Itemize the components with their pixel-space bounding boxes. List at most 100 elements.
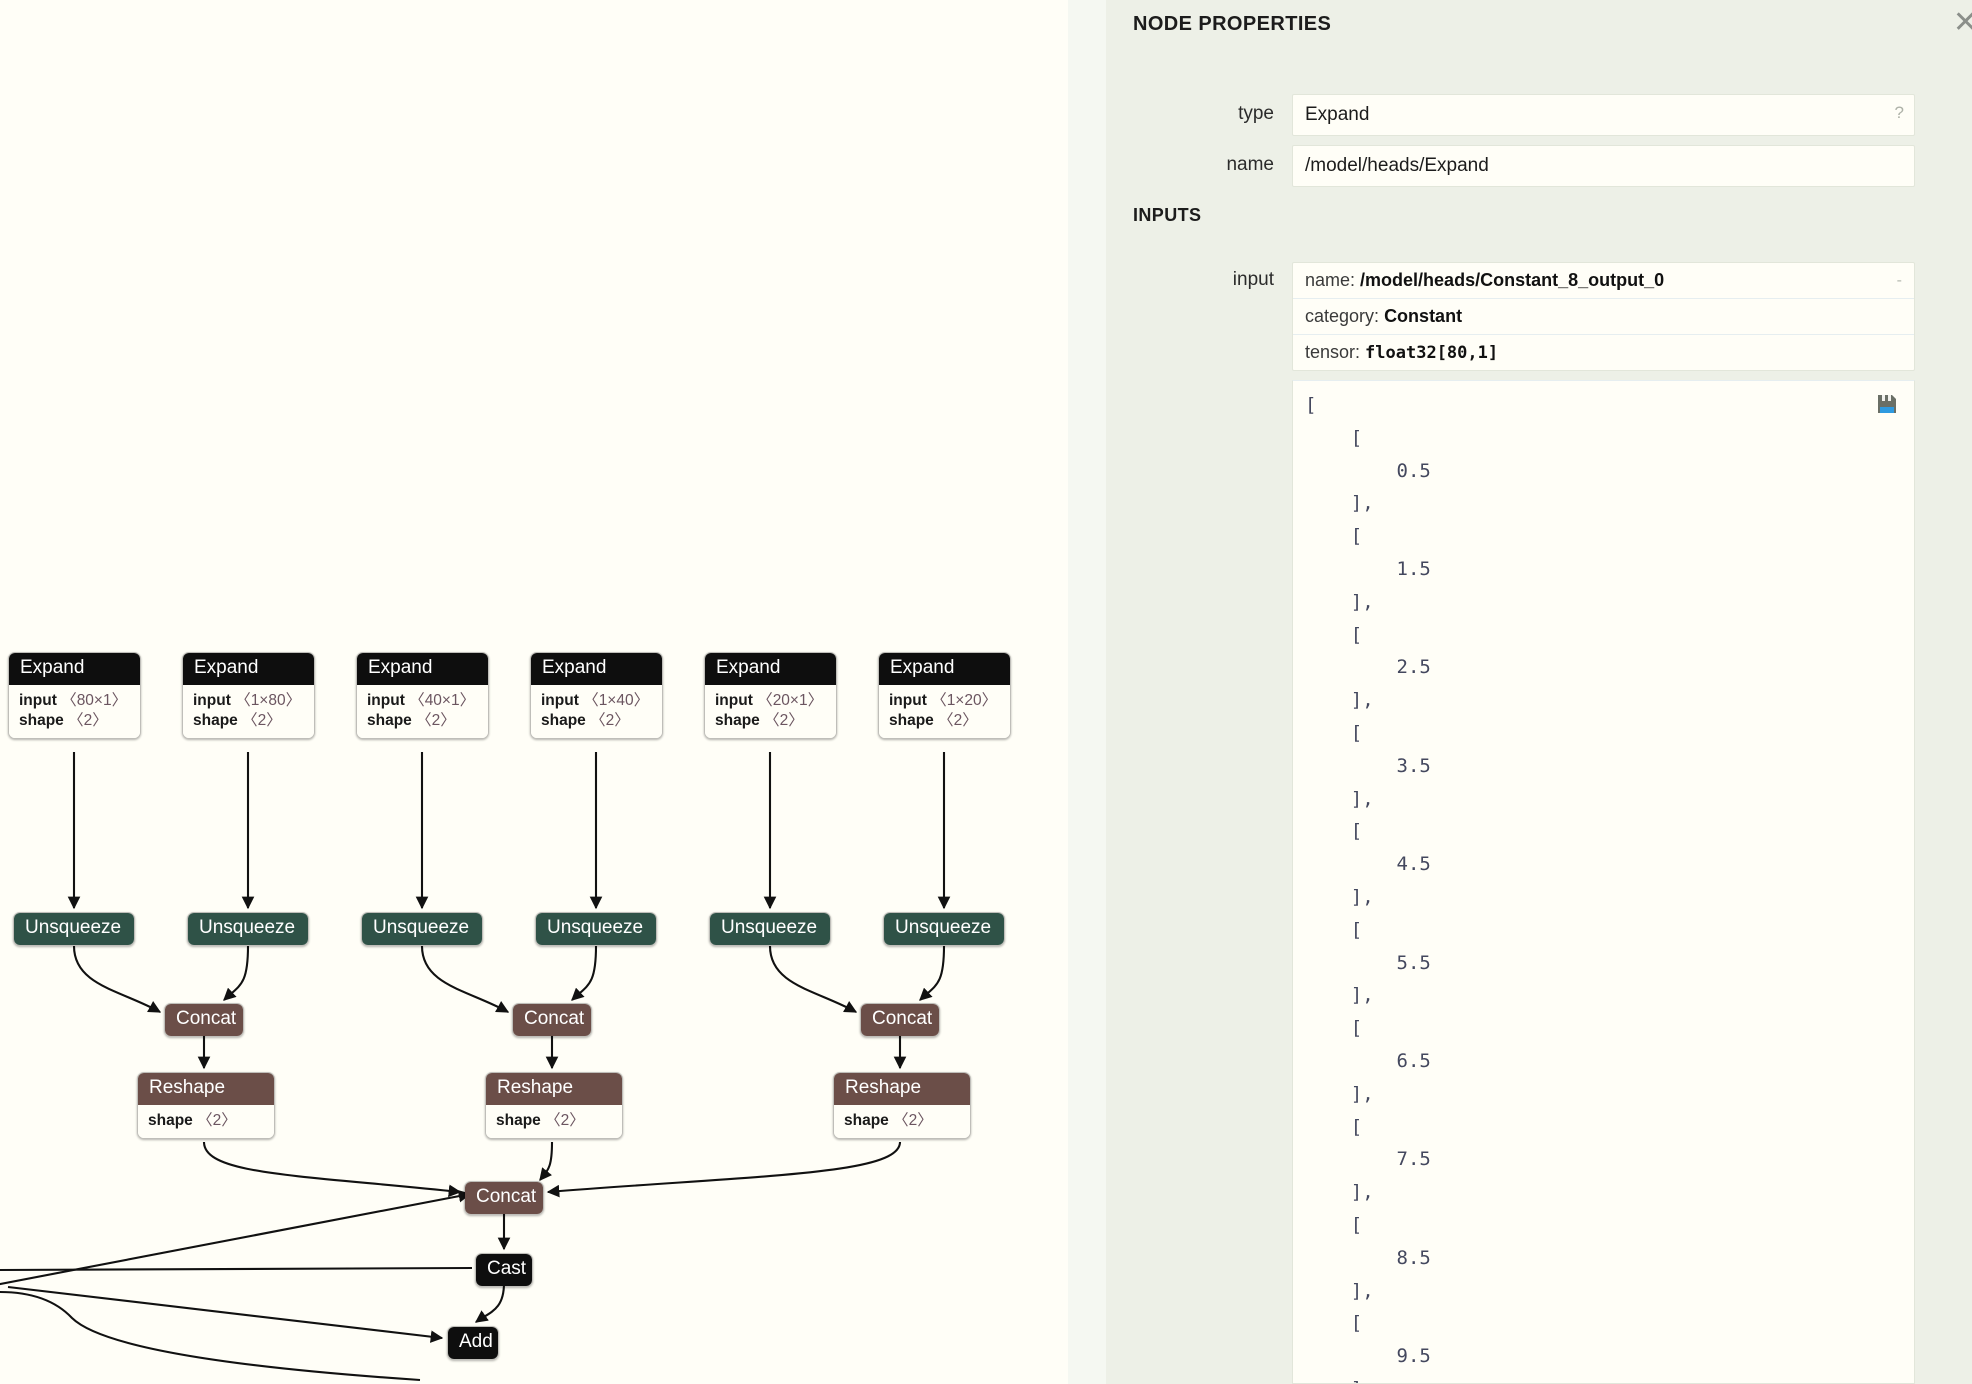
tensor-values-text: [ [ 0.5 ], [ 1.5 ], [ 2.5 ], [ 3.5 ], [ …: [1305, 394, 1431, 1383]
attribute-value: 〈2〉: [590, 711, 630, 729]
input-argument-row: input name: /model/heads/Constant_8_outp…: [1106, 262, 1915, 371]
node-attributes: input 〈1×80〉shape 〈2〉: [183, 684, 314, 738]
node-type-label: Cast: [476, 1254, 532, 1286]
attribute-value: 〈20×1〉: [757, 691, 824, 709]
node-box: Concat: [860, 1003, 940, 1037]
node-attribute-row: input 〈40×1〉: [367, 691, 478, 711]
argument-name-line[interactable]: name: /model/heads/Constant_8_output_0 -: [1293, 263, 1914, 299]
collapse-icon[interactable]: -: [1896, 272, 1902, 289]
attribute-value: 〈2〉: [764, 711, 804, 729]
graph-node-unsqueeze-2[interactable]: Unsqueeze: [187, 912, 309, 946]
graph-node-concat-1[interactable]: Concat: [164, 1003, 244, 1037]
panel-scroll-strip[interactable]: [1068, 0, 1106, 1384]
argument-block: name: /model/heads/Constant_8_output_0 -…: [1292, 262, 1915, 371]
attribute-value: 〈1×20〉: [931, 691, 998, 709]
node-box: Unsqueeze: [709, 912, 831, 946]
graph-node-unsqueeze-6[interactable]: Unsqueeze: [883, 912, 1005, 946]
node-box: Unsqueeze: [883, 912, 1005, 946]
node-attribute-row: input 〈1×40〉: [541, 691, 652, 711]
graph-node-add[interactable]: Add: [447, 1326, 499, 1360]
property-label-name: name: [1226, 154, 1274, 175]
node-box: Concat: [164, 1003, 244, 1037]
graph-node-concat-2[interactable]: Concat: [512, 1003, 592, 1037]
node-box: Cast: [475, 1253, 533, 1287]
node-type-label: Reshape: [138, 1073, 274, 1105]
node-type-label: Unsqueeze: [14, 913, 134, 945]
graph-node-concat-3[interactable]: Concat: [860, 1003, 940, 1037]
node-attributes: input 〈40×1〉shape 〈2〉: [357, 684, 488, 738]
node-box: Unsqueeze: [535, 912, 657, 946]
node-type-label: Unsqueeze: [884, 913, 1004, 945]
floppy-save-icon[interactable]: [1876, 393, 1898, 415]
help-icon[interactable]: ?: [1894, 103, 1904, 122]
node-type-label: Unsqueeze: [188, 913, 308, 945]
attribute-name: input: [19, 691, 62, 709]
tensor-value-viewer[interactable]: [ [ 0.5 ], [ 1.5 ], [ 2.5 ], [ 3.5 ], [ …: [1292, 380, 1915, 1384]
node-attributes: input 〈1×40〉shape 〈2〉: [531, 684, 662, 738]
node-attribute-row: input 〈80×1〉: [19, 691, 130, 711]
close-icon[interactable]: ✕: [1952, 6, 1972, 39]
graph-node-cast[interactable]: Cast: [475, 1253, 533, 1287]
node-attribute-row: input 〈20×1〉: [715, 691, 826, 711]
argument-category-value: Constant: [1384, 306, 1463, 326]
node-attributes: shape 〈2〉: [138, 1104, 274, 1138]
node-attribute-row: input 〈1×80〉: [193, 691, 304, 711]
node-box: Unsqueeze: [361, 912, 483, 946]
attribute-name: shape: [193, 711, 243, 729]
attribute-value: 〈80×1〉: [61, 691, 128, 709]
node-box: Concat: [464, 1181, 544, 1215]
graph-node-unsqueeze-4[interactable]: Unsqueeze: [535, 912, 657, 946]
graph-node-unsqueeze-5[interactable]: Unsqueeze: [709, 912, 831, 946]
argument-category-line: category: Constant: [1293, 299, 1914, 335]
graph-node-concat-final[interactable]: Concat: [464, 1181, 544, 1215]
node-type-label: Expand: [879, 653, 1010, 685]
argument-category-key: category:: [1305, 306, 1380, 326]
node-box: Unsqueeze: [187, 912, 309, 946]
attribute-name: input: [715, 691, 758, 709]
property-value-name[interactable]: /model/heads/Expand: [1292, 145, 1915, 187]
attribute-value: 〈1×80〉: [235, 691, 302, 709]
property-label-type: type: [1238, 103, 1274, 124]
attribute-name: shape: [541, 711, 591, 729]
attribute-value: 〈2〉: [416, 711, 456, 729]
node-type-label: Concat: [861, 1004, 939, 1036]
argument-name-value: /model/heads/Constant_8_output_0: [1360, 270, 1665, 290]
node-attribute-row: shape 〈2〉: [844, 1111, 960, 1131]
attribute-name: input: [367, 691, 410, 709]
node-attribute-row: shape 〈2〉: [496, 1111, 612, 1131]
property-value-type[interactable]: Expand ?: [1292, 94, 1915, 136]
node-properties-panel: NODE PROPERTIES ✕ type Expand ? name /mo…: [1106, 0, 1972, 1384]
graph-node-unsqueeze-1[interactable]: Unsqueeze: [13, 912, 135, 946]
attribute-name: input: [541, 691, 584, 709]
node-attributes: shape 〈2〉: [486, 1104, 622, 1138]
node-type-label: Expand: [705, 653, 836, 685]
graph-node-unsqueeze-3[interactable]: Unsqueeze: [361, 912, 483, 946]
node-attribute-row: shape 〈2〉: [193, 711, 304, 731]
node-type-label: Expand: [531, 653, 662, 685]
node-type-label: Expand: [9, 653, 140, 685]
graph-edges: [0, 752, 951, 1382]
attribute-name: input: [193, 691, 236, 709]
inputs-section-heading: INPUTS: [1133, 205, 1202, 225]
node-attribute-row: shape 〈2〉: [19, 711, 130, 731]
node-attribute-row: shape 〈2〉: [715, 711, 826, 731]
property-row-type: type Expand ?: [1106, 94, 1915, 136]
argument-name-key: name:: [1305, 270, 1356, 290]
node-type-label: Expand: [183, 653, 314, 685]
attribute-value: 〈2〉: [68, 711, 108, 729]
